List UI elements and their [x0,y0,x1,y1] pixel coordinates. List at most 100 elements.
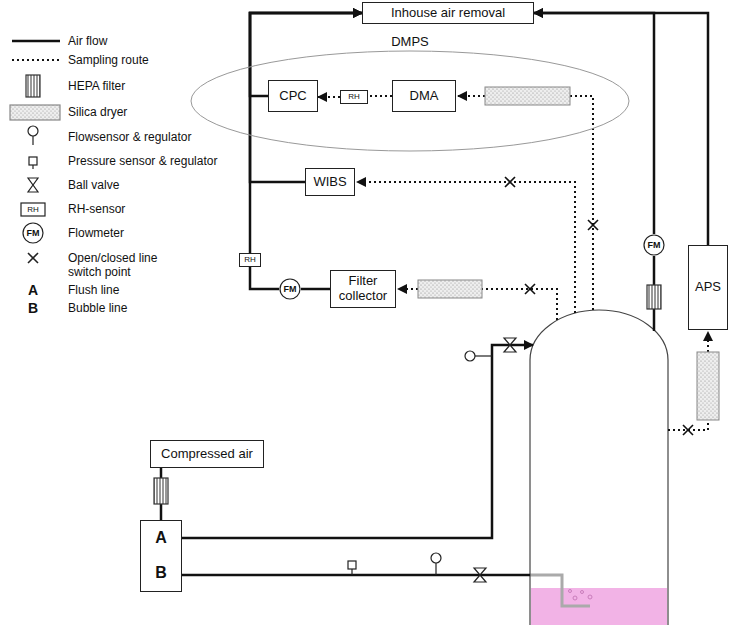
apparatus-part [154,478,168,504]
node-label: FM [284,284,297,294]
node-label: A [155,529,167,547]
legend-entry: Flowsensor & regulator [68,130,191,144]
apparatus-part [581,591,584,594]
airflow-connector [301,288,330,291]
apparatus-part [569,590,572,593]
sampling-lines [357,96,708,430]
group-heading: DMPS [190,34,630,50]
apparatus-part [475,355,492,356]
legend-entry: Bubble line [68,301,127,315]
apparatus-part [485,87,570,105]
rh-sensor-box: RH [239,253,261,267]
legend-entry: Flush line [68,283,119,297]
symbol-letter: B [28,300,38,316]
apparatus-part [12,59,60,61]
legend-text: Air flow [68,34,107,48]
apparatus-part [12,40,60,43]
apparatus-part [398,288,418,290]
symbol-letter: A [28,282,38,298]
airflow-connector [250,267,279,289]
legend-text: Ball valve [68,178,119,192]
legend-text: Flush line [68,283,119,297]
apparatus-part [588,220,598,230]
instrument-box: APS [688,245,728,330]
legend-text: Sampling route [68,53,149,67]
flowmeter-circle: FM [643,234,665,256]
legend-entry: Ball valve [68,178,119,192]
apparatus-part [588,220,598,230]
symbol-letter: RH [27,205,39,214]
dmps-group: DMPS CPC RH DMA [190,34,630,152]
apparatus-part [10,105,60,120]
apparatus-part [668,420,708,430]
node-label: RH [348,92,360,101]
apparatus-part [588,595,592,599]
node-label: DMA [410,89,439,104]
legend-symbol-label: B [18,300,48,316]
apparatus-part [28,178,38,192]
legend-text: Silica dryer [68,105,127,119]
airflow-connector [534,13,708,245]
legend-entry: Air flow [68,34,107,48]
apparatus-part [465,351,475,361]
airflow-connector [250,13,362,253]
apparatus-part [504,338,516,352]
flowmeter-circle: FM [279,278,301,300]
sampling-connector [318,96,340,98]
supply-box: Compressed air [150,440,264,468]
line-fittings [154,285,661,582]
apparatus-part [351,569,352,575]
line-selector-box: AB [140,520,182,592]
apparatus-part [573,596,577,600]
apparatus-part [474,568,486,582]
apparatus-part [525,284,535,294]
legend-text: Open/closed line switch point [68,251,157,279]
apparatus-part [182,574,530,577]
apparatus-part [418,280,482,298]
sampling-connector [368,95,392,97]
apparatus-part [348,561,356,569]
apparatus-part [530,310,668,625]
legend-text: RH-sensor [68,202,125,216]
instrument-box: WIBS [305,168,355,196]
group-outline [191,51,629,151]
apparatus-part [32,165,33,169]
apparatus-part [435,563,436,575]
legend-text: HEPA filter [68,79,125,93]
exhaust-box: Inhouse air removal [362,2,534,24]
apparatus-part [23,223,43,243]
legend-samples [10,41,60,263]
vessel [530,310,668,625]
apparatus-part [32,136,33,145]
node-label: WIBS [313,175,346,190]
node-label: Filter collector [335,274,391,304]
apparatus-part [647,285,661,309]
node-label: FM [648,240,661,250]
flowmeter-ring [280,279,300,299]
apparatus-part [482,289,557,320]
legend-entry: Open/closed line switch point [68,251,168,279]
apparatus-part [28,253,38,263]
legend-text: Pressure sensor & regulator [68,154,217,168]
node-label: Compressed air [161,447,253,462]
apparatus-part [697,352,719,420]
instrument-box: Filter collector [330,270,396,308]
legend-entry: Sampling route [68,53,149,67]
node-label: Inhouse air removal [391,6,505,21]
legend-symbol-label: RH [18,202,48,218]
node-label: CPC [279,89,306,104]
apparatus-part [431,553,441,563]
apparatus-part [683,425,693,435]
apparatus-part [28,126,38,136]
node-label: APS [695,280,721,295]
instrument-box: CPC [268,80,318,112]
legend-entry: RH-sensor [68,202,125,216]
apparatus-part [683,425,693,435]
apparatus-part [505,177,515,187]
apparatus-part [21,203,45,216]
apparatus-part [26,75,40,97]
supply-lines [182,256,654,575]
apparatus-part [707,332,709,352]
flowmeter-ring [644,235,664,255]
instrument-box: DMA [392,80,456,112]
